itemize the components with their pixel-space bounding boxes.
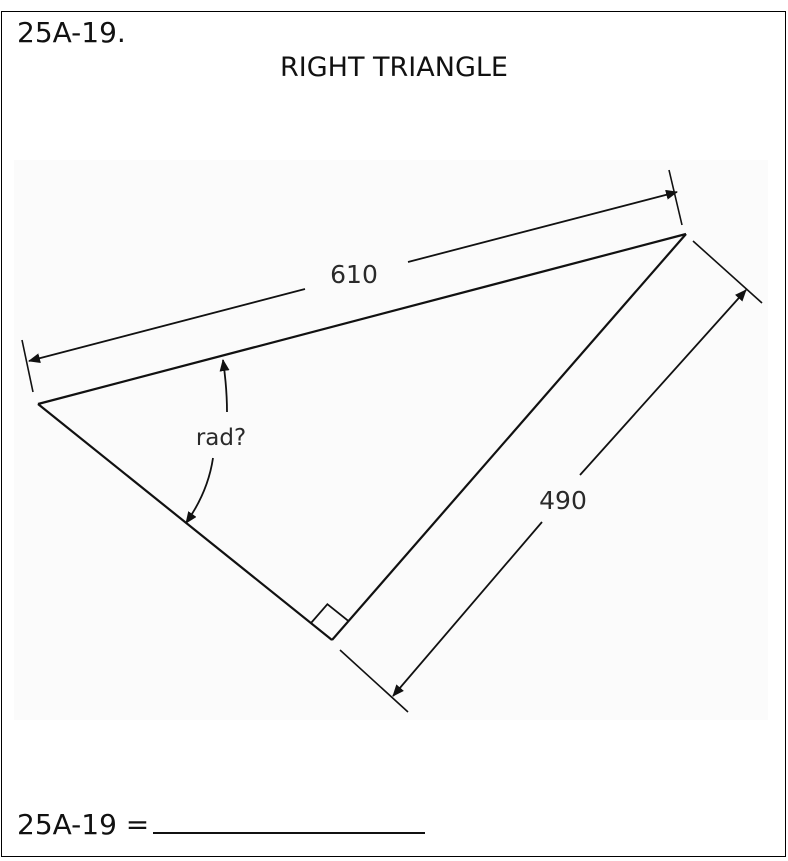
- angle-arrow-upper: [219, 359, 230, 413]
- dimension-line-490-upper: [579, 289, 747, 476]
- hypotenuse-label: 610: [330, 260, 378, 289]
- adjacent-side: [37, 403, 333, 641]
- dimension-line-490-lower: [392, 521, 543, 697]
- extension-line-right: [668, 169, 683, 226]
- problem-number: 25A-19.: [17, 16, 126, 49]
- extension-line-bottom: [339, 649, 409, 713]
- angle-label: rad?: [196, 425, 246, 451]
- dimension-line-610-left: [28, 288, 306, 364]
- answer-blank[interactable]: [153, 804, 426, 834]
- problem-frame: [1, 11, 786, 857]
- angle-arrow-lower: [185, 457, 214, 524]
- figure-panel: [14, 160, 768, 720]
- answer-line: 25A-19 =: [17, 804, 426, 841]
- right-angle-marker: [310, 602, 350, 624]
- extension-line-left: [21, 339, 34, 393]
- hypotenuse-side: [37, 232, 687, 406]
- extension-line-top: [692, 240, 763, 304]
- side-label: 490: [539, 486, 587, 515]
- opposite-side: [331, 233, 687, 641]
- diagram-title: RIGHT TRIANGLE: [280, 52, 508, 83]
- answer-label: 25A-19 =: [17, 808, 150, 841]
- dimension-line-610-right: [407, 189, 678, 263]
